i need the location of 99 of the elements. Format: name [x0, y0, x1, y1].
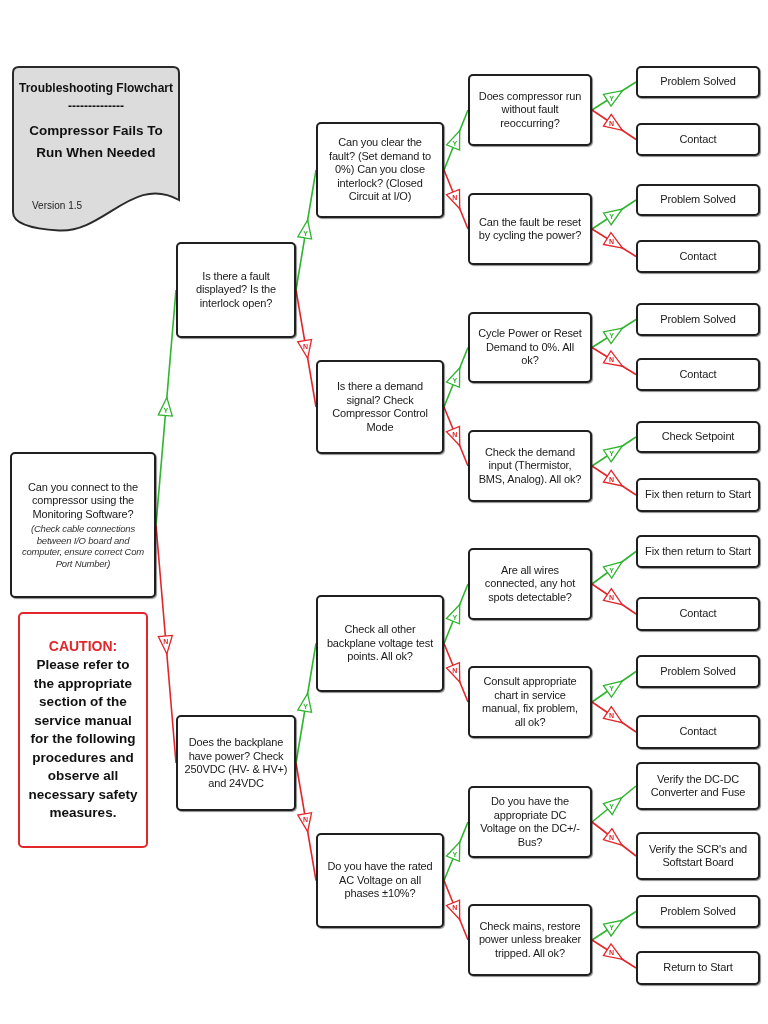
decision-box — [10, 452, 156, 598]
flow-arrow — [591, 670, 637, 703]
decision-box — [468, 904, 592, 976]
decision-box — [316, 122, 444, 218]
outcome-box — [636, 240, 760, 273]
outcome-text: Problem Solved — [659, 75, 737, 89]
decision-box — [316, 833, 444, 928]
version-label: Version 1.5 — [32, 200, 83, 212]
decision-box — [176, 242, 296, 338]
question-text: Do you have the appropriate DC Voltage on the DC+/- Bus? — [479, 795, 581, 849]
title-divider: -------------- — [67, 98, 125, 114]
question-text: Cycle Power or Reset Demand to 0%. All ok? — [477, 327, 583, 368]
flow-arrow — [295, 289, 317, 408]
flow-arrow — [591, 465, 637, 496]
hint-text: (Check cable connections between I/O board and computer, ensure correct Com Port Number) — [20, 523, 146, 570]
outcome-box — [636, 358, 760, 391]
flow-arrow — [443, 879, 469, 941]
flow-arrow — [443, 406, 469, 467]
outcome-box — [636, 66, 760, 98]
question-text: Check all other backplane voltage test points. All ok? — [325, 623, 435, 664]
outcome-box — [636, 478, 760, 512]
outcome-text: Return to Start — [662, 961, 734, 975]
outcome-text: Contact — [678, 132, 718, 147]
outcome-box — [636, 655, 760, 688]
decision-box — [468, 430, 592, 502]
flow-arrow — [443, 583, 469, 645]
caution-text: Please refer to the appropriate section of the service manual for the following procedures and observe all necessary safety measures. — [27, 656, 139, 823]
question-text: Does compressor run without fault reoccurring? — [477, 89, 583, 131]
decision-box — [468, 666, 592, 738]
outcome-text: Problem Solved — [659, 664, 737, 679]
flow-arrow — [443, 109, 469, 171]
outcome-box — [636, 715, 760, 749]
flow-arrow — [591, 550, 637, 585]
outcome-text: Check Setpoint — [660, 430, 736, 444]
outcome-text: Verify the DC-DC Converter and Fuse — [649, 772, 747, 800]
flow-arrow — [443, 642, 469, 703]
flow-arrow — [295, 762, 317, 882]
question-text: Can you clear the fault? (Set demand to 0%) Can you close interlock? (Closed Circuit at I/O) — [328, 136, 432, 204]
question-text: Consult appropriate chart in service manual, fix problem, all ok? — [480, 675, 579, 729]
question-text: Check mains, restore power unless breaker tripped. All ok? — [477, 919, 583, 961]
subtitle-text: Compressor Fails To Run When Needed — [28, 122, 164, 162]
outcome-box — [636, 597, 760, 631]
flow-arrow — [591, 701, 637, 733]
decision-box — [468, 786, 592, 858]
flow-arrow — [591, 81, 637, 111]
flow-arrow — [591, 109, 637, 141]
decision-box — [176, 715, 296, 811]
decision-box — [468, 548, 592, 620]
flow-arrow — [591, 785, 637, 823]
flow-arrow — [591, 939, 637, 969]
question-text: Can you connect to the compressor using the Monitoring Software? — [27, 480, 139, 522]
outcome-box — [636, 535, 760, 568]
decision-box — [468, 74, 592, 146]
question-text: Does the backplane have power? Check 250VDC (HV- & HV+) and 24VDC — [184, 736, 288, 790]
document-shape — [12, 66, 180, 232]
flow-arrow — [591, 228, 637, 258]
flow-arrow — [591, 821, 637, 857]
flow-arrow — [591, 583, 637, 615]
flow-arrow — [591, 318, 637, 349]
outcome-text: Verify the SCR's and Softstart Board — [647, 842, 749, 870]
flow-arrow — [591, 346, 637, 376]
outcome-text: Fix then return to Start — [644, 488, 752, 502]
title-text: Troubleshooting Flowchart — [18, 80, 174, 97]
outcome-text: Contact — [678, 607, 718, 621]
outcome-box — [636, 895, 760, 928]
question-text: Are all wires connected, any hot spots detectable? — [483, 563, 577, 605]
outcome-box — [636, 303, 760, 336]
outcome-text: Problem Solved — [659, 312, 737, 327]
decision-box — [468, 193, 592, 265]
outcome-box — [636, 421, 760, 453]
decision-box — [316, 360, 444, 454]
outcome-box — [636, 123, 760, 156]
question-text: Is there a demand signal? Check Compressor Control Mode — [331, 380, 429, 434]
flow-arrow — [591, 199, 637, 230]
outcome-text: Problem Solved — [659, 904, 737, 919]
outcome-text: Problem Solved — [659, 193, 737, 207]
flow-arrow — [443, 169, 469, 230]
flow-arrow — [295, 169, 317, 291]
outcome-box — [636, 832, 760, 880]
decision-box — [468, 312, 592, 383]
outcome-text: Fix then return to Start — [644, 544, 752, 559]
flow-arrow — [591, 436, 637, 467]
flow-arrow — [591, 910, 637, 941]
caution-heading: CAUTION: — [47, 637, 119, 657]
outcome-text: Contact — [678, 725, 718, 739]
caution-box — [18, 612, 148, 848]
question-text: Can the fault be reset by cycling the power? — [477, 215, 583, 243]
outcome-box — [636, 184, 760, 216]
question-text: Is there a fault displayed? Is the interlock open? — [195, 269, 277, 311]
outcome-text: Contact — [678, 367, 718, 382]
question-text: Check the demand input (Thermistor, BMS, Analog). All ok? — [477, 445, 583, 487]
outcome-box — [636, 762, 760, 810]
question-text: Do you have the rated AC Voltage on all phases ±10%? — [326, 860, 434, 901]
flow-arrow — [443, 346, 469, 408]
decision-box — [316, 595, 444, 692]
flow-arrow — [295, 642, 317, 764]
flow-arrow — [443, 821, 469, 882]
outcome-text: Contact — [678, 249, 718, 264]
outcome-box — [636, 951, 760, 985]
